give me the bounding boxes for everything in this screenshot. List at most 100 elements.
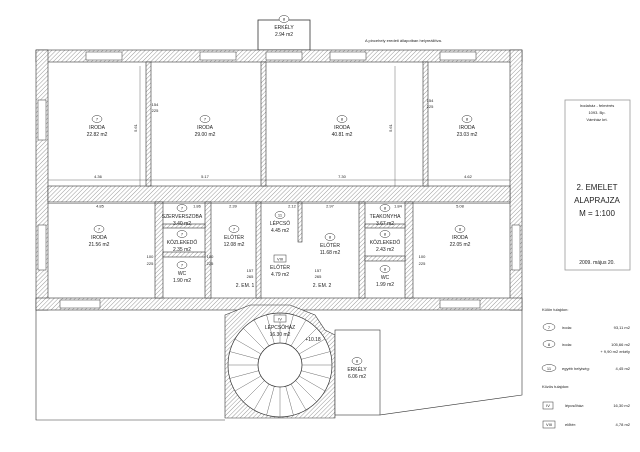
room-area: 1.99 m2 [376, 282, 394, 288]
room-number-marker [379, 265, 391, 273]
room-area: 4.45 m2 [271, 228, 289, 234]
svg-text:iroda:: iroda: [562, 342, 572, 347]
room-number-marker [351, 357, 363, 365]
room-name: IRODA [459, 125, 476, 131]
stair-step [301, 351, 331, 360]
svg-text:lépcsőház:: lépcsőház: [565, 403, 584, 408]
svg-text:4,78 m2: 4,78 m2 [616, 422, 631, 427]
room-area: 2.94 m2 [275, 32, 293, 38]
svg-text:100: 100 [147, 254, 154, 259]
room-num: 8 [329, 235, 332, 240]
level-label-em1: 2. EM. 1 [236, 283, 255, 289]
svg-text:265: 265 [247, 274, 254, 279]
svg-text:1.86: 1.86 [193, 204, 202, 209]
svg-text:ALAPRAJZA: ALAPRAJZA [574, 196, 620, 205]
room-name: KÖZLEKEDŐ [167, 239, 198, 246]
room-name: IRODA [197, 125, 214, 131]
svg-text:16,30 m2: 16,30 m2 [613, 403, 630, 408]
room-num: 7 [181, 232, 184, 237]
room-name: ELŐTÉR [224, 234, 244, 241]
room-area: 4.79 m2 [271, 272, 289, 278]
room-number-marker [274, 211, 286, 219]
room-area: 1.90 m2 [173, 278, 191, 284]
svg-text:4.62: 4.62 [464, 174, 473, 179]
room-name: IRODA [89, 125, 106, 131]
svg-text:265: 265 [315, 274, 322, 279]
stair-step [234, 375, 262, 392]
svg-text:2.39: 2.39 [229, 204, 238, 209]
svg-text:iroda:: iroda: [562, 325, 572, 330]
room-number-marker [273, 254, 287, 263]
stair-step [285, 386, 294, 416]
room-name: ERKÉLY [274, 24, 294, 31]
svg-text:225: 225 [419, 261, 426, 266]
room-num: 7 [98, 227, 101, 232]
room-area: 40.81 m2 [332, 132, 353, 138]
stair-step [295, 380, 317, 402]
svg-text:93,11 m2: 93,11 m2 [614, 325, 631, 330]
svg-text:M = 1:100: M = 1:100 [579, 209, 615, 218]
room-area: 11.68 m2 [320, 250, 341, 256]
svg-text:VIII: VIII [546, 422, 552, 427]
room-area: 2.35 m2 [173, 247, 191, 253]
stair-step [253, 319, 270, 347]
room-name: IRODA [334, 125, 351, 131]
room-area: 16.30 m2 [270, 332, 291, 338]
room-name: LÉPCSŐ [270, 220, 290, 227]
svg-text:5.17: 5.17 [201, 174, 210, 179]
svg-text:2. EMELET: 2. EMELET [577, 183, 618, 192]
svg-text:225: 225 [427, 104, 434, 109]
svg-text:5.61: 5.61 [133, 123, 138, 132]
room-name: IRODA [91, 235, 108, 241]
stair-step [229, 351, 259, 360]
svg-text:+ 9,90 m2 erkély: + 9,90 m2 erkély [600, 349, 630, 354]
svg-text:előtér:: előtér: [565, 422, 576, 427]
room-num: 7 [233, 227, 236, 232]
room-number-marker [379, 230, 391, 238]
stair-step [266, 386, 275, 416]
room-num: 8 [283, 17, 286, 22]
svg-text:11: 11 [547, 366, 552, 371]
svg-text:4.85: 4.85 [96, 204, 105, 209]
room-area: 22.82 m2 [87, 132, 108, 138]
room-number-marker [176, 204, 188, 212]
svg-text:4,45 m2: 4,45 m2 [616, 366, 631, 371]
stair-step [301, 370, 331, 379]
room-number-marker [273, 314, 287, 323]
room-area: 21.56 m2 [89, 242, 110, 248]
room-name: ERKÉLY [347, 366, 367, 373]
svg-text:100: 100 [207, 254, 214, 259]
walls [35, 49, 523, 311]
room-area: 3.67 m2 [376, 221, 394, 227]
svg-text:7.30: 7.30 [338, 174, 347, 179]
svg-text:IV: IV [546, 403, 550, 408]
room-num: 8 [384, 206, 387, 211]
room-area: 3.40 m2 [173, 221, 191, 227]
room-area: 29.00 m2 [195, 132, 216, 138]
title-block: Irodaház - felmérés 1093. Bp. Vámház krt… [564, 99, 631, 271]
room-area: 2.43 m2 [376, 247, 394, 253]
stair-step [243, 328, 265, 350]
svg-text:8: 8 [548, 342, 551, 347]
stair-step [253, 383, 270, 411]
room-number-marker [336, 115, 348, 123]
svg-text:157: 157 [315, 268, 322, 273]
svg-text:225: 225 [147, 261, 154, 266]
room-number-marker [278, 15, 290, 23]
svg-text:7: 7 [548, 325, 551, 330]
area-legend: Külön tulajdon: 7 iroda: 93,11 m2 8 irod… [541, 307, 631, 429]
stair-step [298, 338, 326, 355]
room-name: KÖZLEKEDŐ [370, 239, 401, 246]
